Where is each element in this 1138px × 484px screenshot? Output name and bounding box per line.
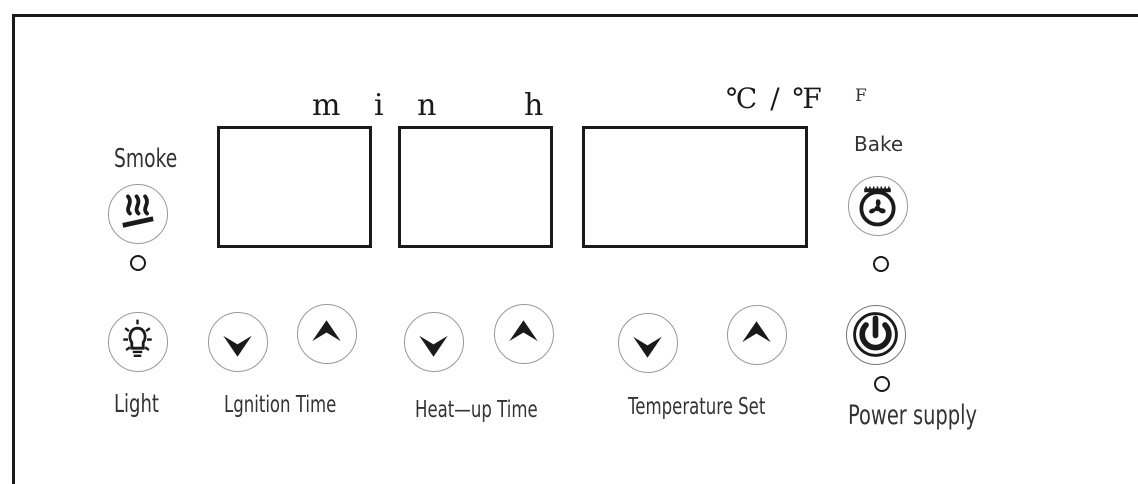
bake-button[interactable]: [848, 176, 908, 236]
smoke-label: Smoke: [114, 144, 178, 174]
ignition-time-label: Lgnition Time: [224, 392, 337, 418]
light-button[interactable]: [108, 312, 168, 372]
temperature-set-label: Temperature Set: [628, 394, 766, 420]
fahrenheit-label: F: [855, 86, 867, 106]
power-button[interactable]: [846, 305, 906, 365]
power-indicator-led: [874, 376, 890, 392]
chevron-down-icon: [419, 335, 448, 357]
heatup-time-down-button[interactable]: [404, 312, 464, 372]
power-supply-label: Power supply: [848, 400, 977, 431]
chevron-up-icon: [312, 320, 341, 342]
fan-icon: [859, 186, 896, 227]
light-bulb-icon: [123, 319, 152, 357]
temperature-down-button[interactable]: [618, 313, 678, 373]
power-icon: [853, 312, 898, 357]
light-label: Light: [114, 389, 159, 418]
ignition-time-down-button[interactable]: [208, 312, 268, 372]
control-panel: [12, 14, 1138, 484]
smoke-icon: [122, 194, 154, 228]
chevron-down-icon: [223, 335, 252, 357]
ignition-unit-label: m i n: [312, 88, 449, 123]
temperature-display: [582, 126, 808, 248]
temperature-unit-label: ℃ / ℉: [726, 82, 824, 115]
smoke-indicator-led: [130, 255, 146, 271]
ignition-time-up-button[interactable]: [297, 304, 357, 364]
heatup-time-display: [398, 126, 553, 248]
temperature-up-button[interactable]: [727, 305, 787, 365]
heatup-time-up-button[interactable]: [494, 304, 554, 364]
heatup-unit-label: h: [524, 88, 556, 123]
chevron-down-icon: [633, 336, 662, 358]
ignition-time-display: [217, 126, 372, 248]
smoke-button[interactable]: [108, 184, 168, 244]
chevron-up-icon: [509, 320, 538, 342]
bake-indicator-led: [873, 256, 889, 272]
chevron-up-icon: [742, 321, 771, 343]
heatup-time-label: Heat—up Time: [415, 397, 538, 423]
bake-label: Bake: [854, 132, 904, 156]
